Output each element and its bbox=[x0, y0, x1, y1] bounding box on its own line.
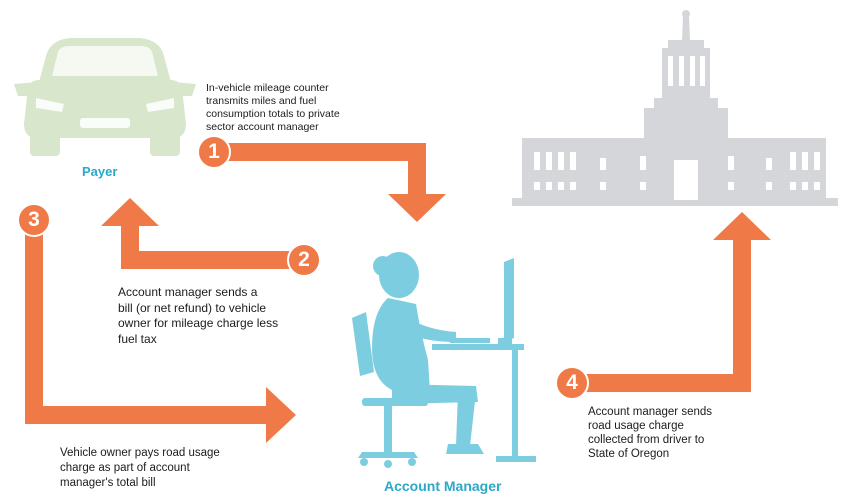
step-1-description: In-vehicle mileage counter transmits mil… bbox=[206, 82, 340, 134]
arrow-step-4 bbox=[572, 212, 771, 392]
step-2-line: bill (or net refund) to vehicle bbox=[118, 300, 267, 315]
step-4-line: Account manager sends bbox=[588, 406, 713, 418]
step-1-line: In-vehicle mileage counter bbox=[206, 82, 329, 94]
step-4-badge bbox=[555, 366, 589, 400]
step-4-description: Account manager sends road usage charge … bbox=[588, 405, 712, 461]
payer-label: Payer bbox=[82, 164, 118, 179]
step-4-line: State of Oregon bbox=[588, 448, 670, 460]
step-3-line: manager's total bill bbox=[60, 477, 156, 489]
step-3-number: 3 bbox=[28, 208, 40, 231]
step-1-line: sector account manager bbox=[206, 121, 319, 133]
arrow-step-1 bbox=[214, 143, 446, 222]
step-1-line: transmits miles and fuel bbox=[206, 95, 317, 107]
step-1-badge bbox=[197, 135, 231, 169]
step-4-number: 4 bbox=[566, 371, 578, 394]
car-icon bbox=[14, 38, 196, 156]
step-2-description: Account manager sends a bill (or net ref… bbox=[118, 285, 278, 347]
arrow-step-2 bbox=[101, 198, 304, 269]
step-3-description: Vehicle owner pays road usage charge as … bbox=[60, 446, 220, 491]
step-2-number: 2 bbox=[298, 248, 310, 271]
step-3-badge bbox=[17, 203, 51, 237]
step-4-line: road usage charge bbox=[588, 420, 684, 432]
step-1-number: 1 bbox=[208, 140, 220, 163]
state-capitol-icon bbox=[512, 10, 838, 206]
step-2-line: owner for mileage charge less bbox=[118, 316, 279, 330]
arrow-step-3 bbox=[25, 222, 296, 443]
step-2-line: Account manager sends a bbox=[118, 285, 258, 299]
step-3-line: charge as part of account bbox=[60, 462, 190, 474]
step-2-line: fuel tax bbox=[118, 331, 157, 346]
step-4-line: collected from driver to bbox=[588, 434, 705, 446]
step-1-line: consumption totals to private bbox=[206, 108, 340, 120]
account-manager-label: Account Manager bbox=[384, 478, 502, 494]
step-2-badge bbox=[287, 243, 321, 277]
person-at-computer-icon bbox=[352, 252, 536, 468]
step-3-line: Vehicle owner pays road usage bbox=[60, 447, 220, 459]
